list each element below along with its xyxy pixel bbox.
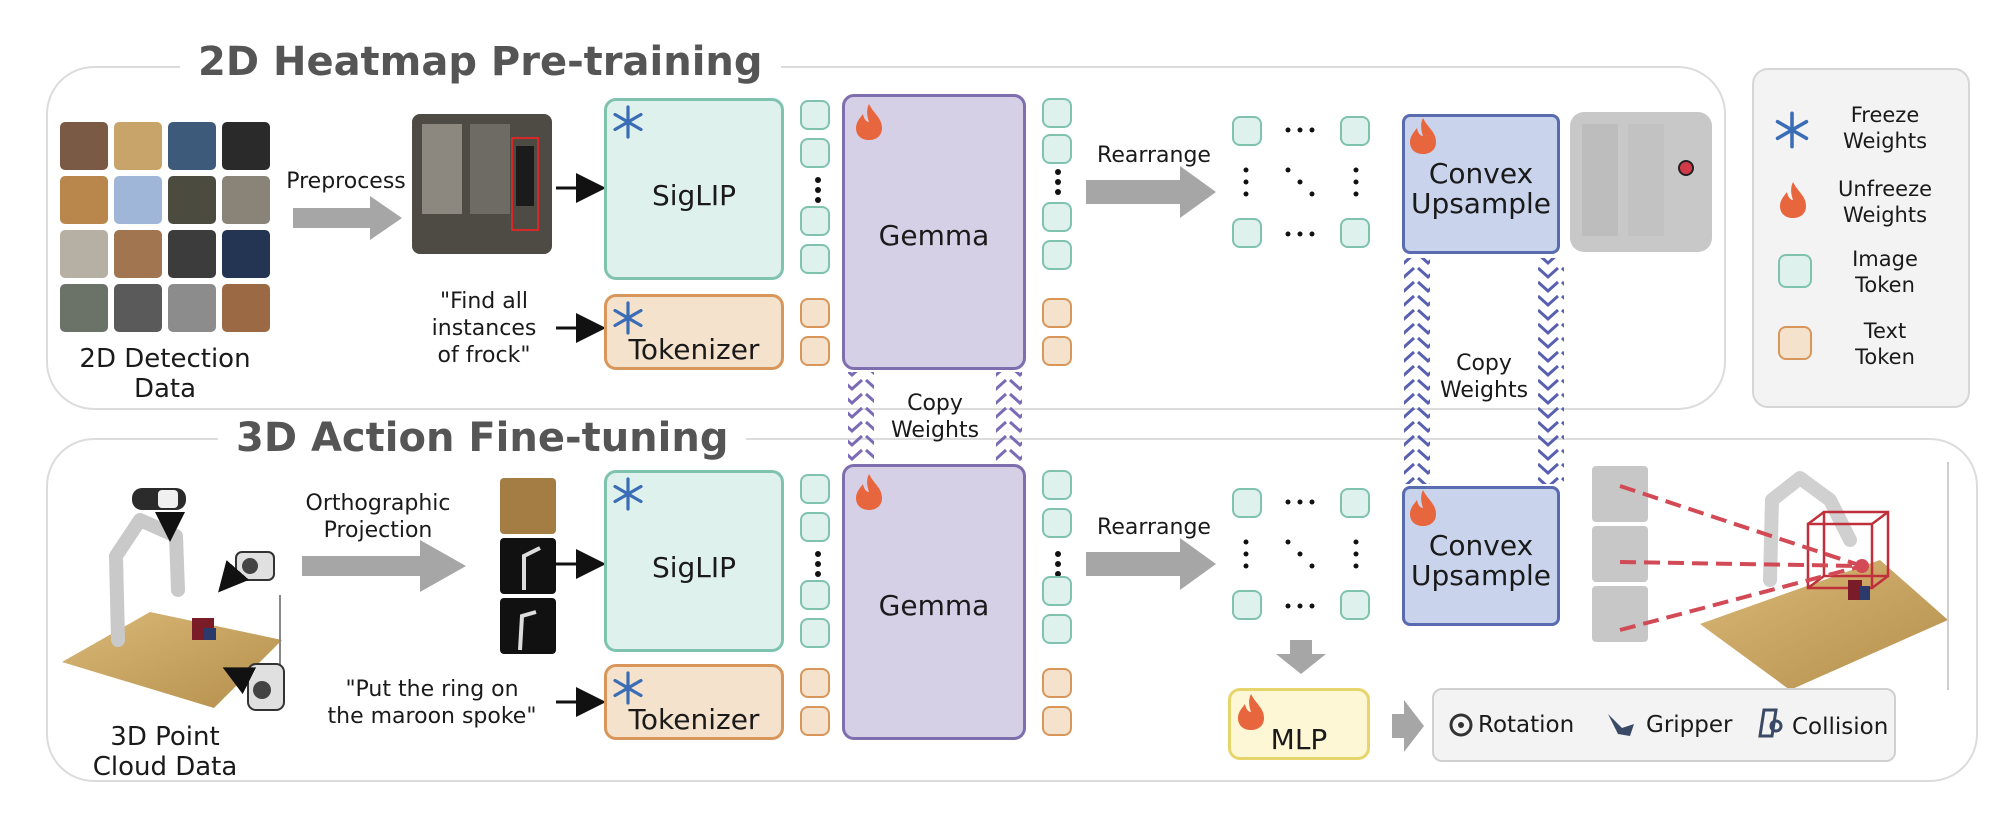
text-token <box>800 706 830 736</box>
image-token <box>1042 508 1072 538</box>
text-token <box>800 336 830 366</box>
pretraining-title: 2D Heatmap Pre-training <box>180 38 781 86</box>
detection-data-label: 2D Detection Data <box>79 344 251 404</box>
tokenizer-label: Tokenizer <box>628 333 760 366</box>
heatmap-output <box>1570 112 1712 252</box>
projection-arrow <box>302 540 466 592</box>
rotation-icon <box>1449 713 1473 737</box>
preprocess-arrow <box>293 196 402 240</box>
image-token <box>1340 590 1370 620</box>
legend-image-token-swatch <box>1778 254 1812 288</box>
rearrange-arrow-bottom <box>1086 538 1216 590</box>
robot-scene-output <box>1592 462 1949 690</box>
tokenizer-top: Tokenizer <box>604 294 784 370</box>
siglip-label: SigLIP <box>651 551 737 584</box>
image-token <box>800 618 830 648</box>
collision-icon <box>1758 708 1783 738</box>
image-token <box>800 244 830 274</box>
image-token <box>1340 116 1370 146</box>
image-token <box>1340 488 1370 518</box>
image-token <box>1042 202 1072 232</box>
image-token <box>800 138 830 168</box>
image-token <box>800 206 830 236</box>
rearrange-label-top: Rearrange <box>1097 143 1211 168</box>
image-token <box>1232 590 1262 620</box>
text-token <box>1042 668 1072 698</box>
output-gripper: Gripper <box>1646 712 1733 738</box>
image-token <box>1232 218 1262 248</box>
flame-icon <box>1410 118 1436 154</box>
image-token <box>1340 218 1370 248</box>
image-token <box>1042 614 1072 644</box>
copy-weights-gemma: Copy Weights <box>890 391 980 443</box>
gemma-top: Gemma <box>842 94 1026 370</box>
gripper-icon <box>1608 714 1634 736</box>
tokenizer-bottom: Tokenizer <box>604 664 784 740</box>
image-token <box>1042 240 1072 270</box>
flame-icon <box>1780 182 1806 218</box>
point-cloud-label: 3D Point Cloud Data <box>92 722 238 782</box>
camera-icon <box>218 551 275 593</box>
legend-image-token: Image Token <box>1852 247 1918 297</box>
image-token <box>1232 116 1262 146</box>
image-token <box>1042 576 1072 606</box>
snowflake-icon <box>1775 111 1809 149</box>
legend-freeze: Freeze Weights <box>1842 103 1928 153</box>
snowflake-icon <box>613 671 643 705</box>
gemma-label: Gemma <box>878 219 990 252</box>
image-token <box>1042 98 1072 128</box>
text-token <box>800 298 830 328</box>
flame-icon <box>1410 490 1436 526</box>
siglip-encoder-bottom: SigLIP <box>604 470 784 652</box>
mlp-label: MLP <box>1270 723 1328 756</box>
snowflake-icon <box>613 477 643 511</box>
copy-weights-convex: Copy Weights <box>1439 351 1529 403</box>
image-token <box>1042 134 1072 164</box>
camera-icon <box>222 663 285 711</box>
image-token <box>1042 470 1072 500</box>
rearrange-label-bottom: Rearrange <box>1097 515 1211 540</box>
snowflake-icon <box>613 301 643 335</box>
projection-label: Orthographic Projection <box>305 491 451 543</box>
flame-icon <box>1238 694 1264 730</box>
image-token <box>800 474 830 504</box>
siglip-encoder-top: SigLIP <box>604 98 784 280</box>
action-outputs-panel: Rotation Gripper Collision <box>1432 688 1896 762</box>
convex-label: Convex Upsample <box>1410 157 1552 220</box>
prompt-bottom: "Put the ring on the maroon spoke" <box>327 677 537 729</box>
camera-icon <box>132 488 186 542</box>
convex-upsample-top: Convex Upsample <box>1402 114 1560 254</box>
mlp-down-arrow <box>1276 640 1326 674</box>
detection-thumbnails <box>60 122 270 332</box>
gemma-bottom: Gemma <box>842 464 1026 740</box>
legend-text-token-swatch <box>1778 326 1812 360</box>
image-token <box>800 100 830 130</box>
finetuning-title: 3D Action Fine-tuning <box>218 414 747 462</box>
siglip-label: SigLIP <box>651 179 737 212</box>
rearrange-arrow-top <box>1086 166 1216 218</box>
image-token <box>1232 488 1262 518</box>
output-collision: Collision <box>1792 714 1889 740</box>
image-token <box>800 512 830 542</box>
subway-photo <box>412 114 552 254</box>
text-token <box>1042 336 1072 366</box>
text-token <box>800 668 830 698</box>
convex-label: Convex Upsample <box>1410 529 1552 592</box>
legend-unfreeze: Unfreeze Weights <box>1837 177 1933 227</box>
output-rotation: Rotation <box>1478 712 1575 738</box>
legend-text-token: Text Token <box>1855 319 1915 369</box>
text-token <box>1042 298 1072 328</box>
snowflake-icon <box>613 105 643 139</box>
text-token <box>1042 706 1072 736</box>
flame-icon <box>856 474 882 510</box>
tokenizer-label: Tokenizer <box>628 703 760 736</box>
gemma-label: Gemma <box>878 589 990 622</box>
preprocess-label: Preprocess <box>286 169 406 194</box>
image-token <box>800 580 830 610</box>
prompt-top: "Find all instances of frock" <box>431 289 537 368</box>
flame-icon <box>856 104 882 140</box>
